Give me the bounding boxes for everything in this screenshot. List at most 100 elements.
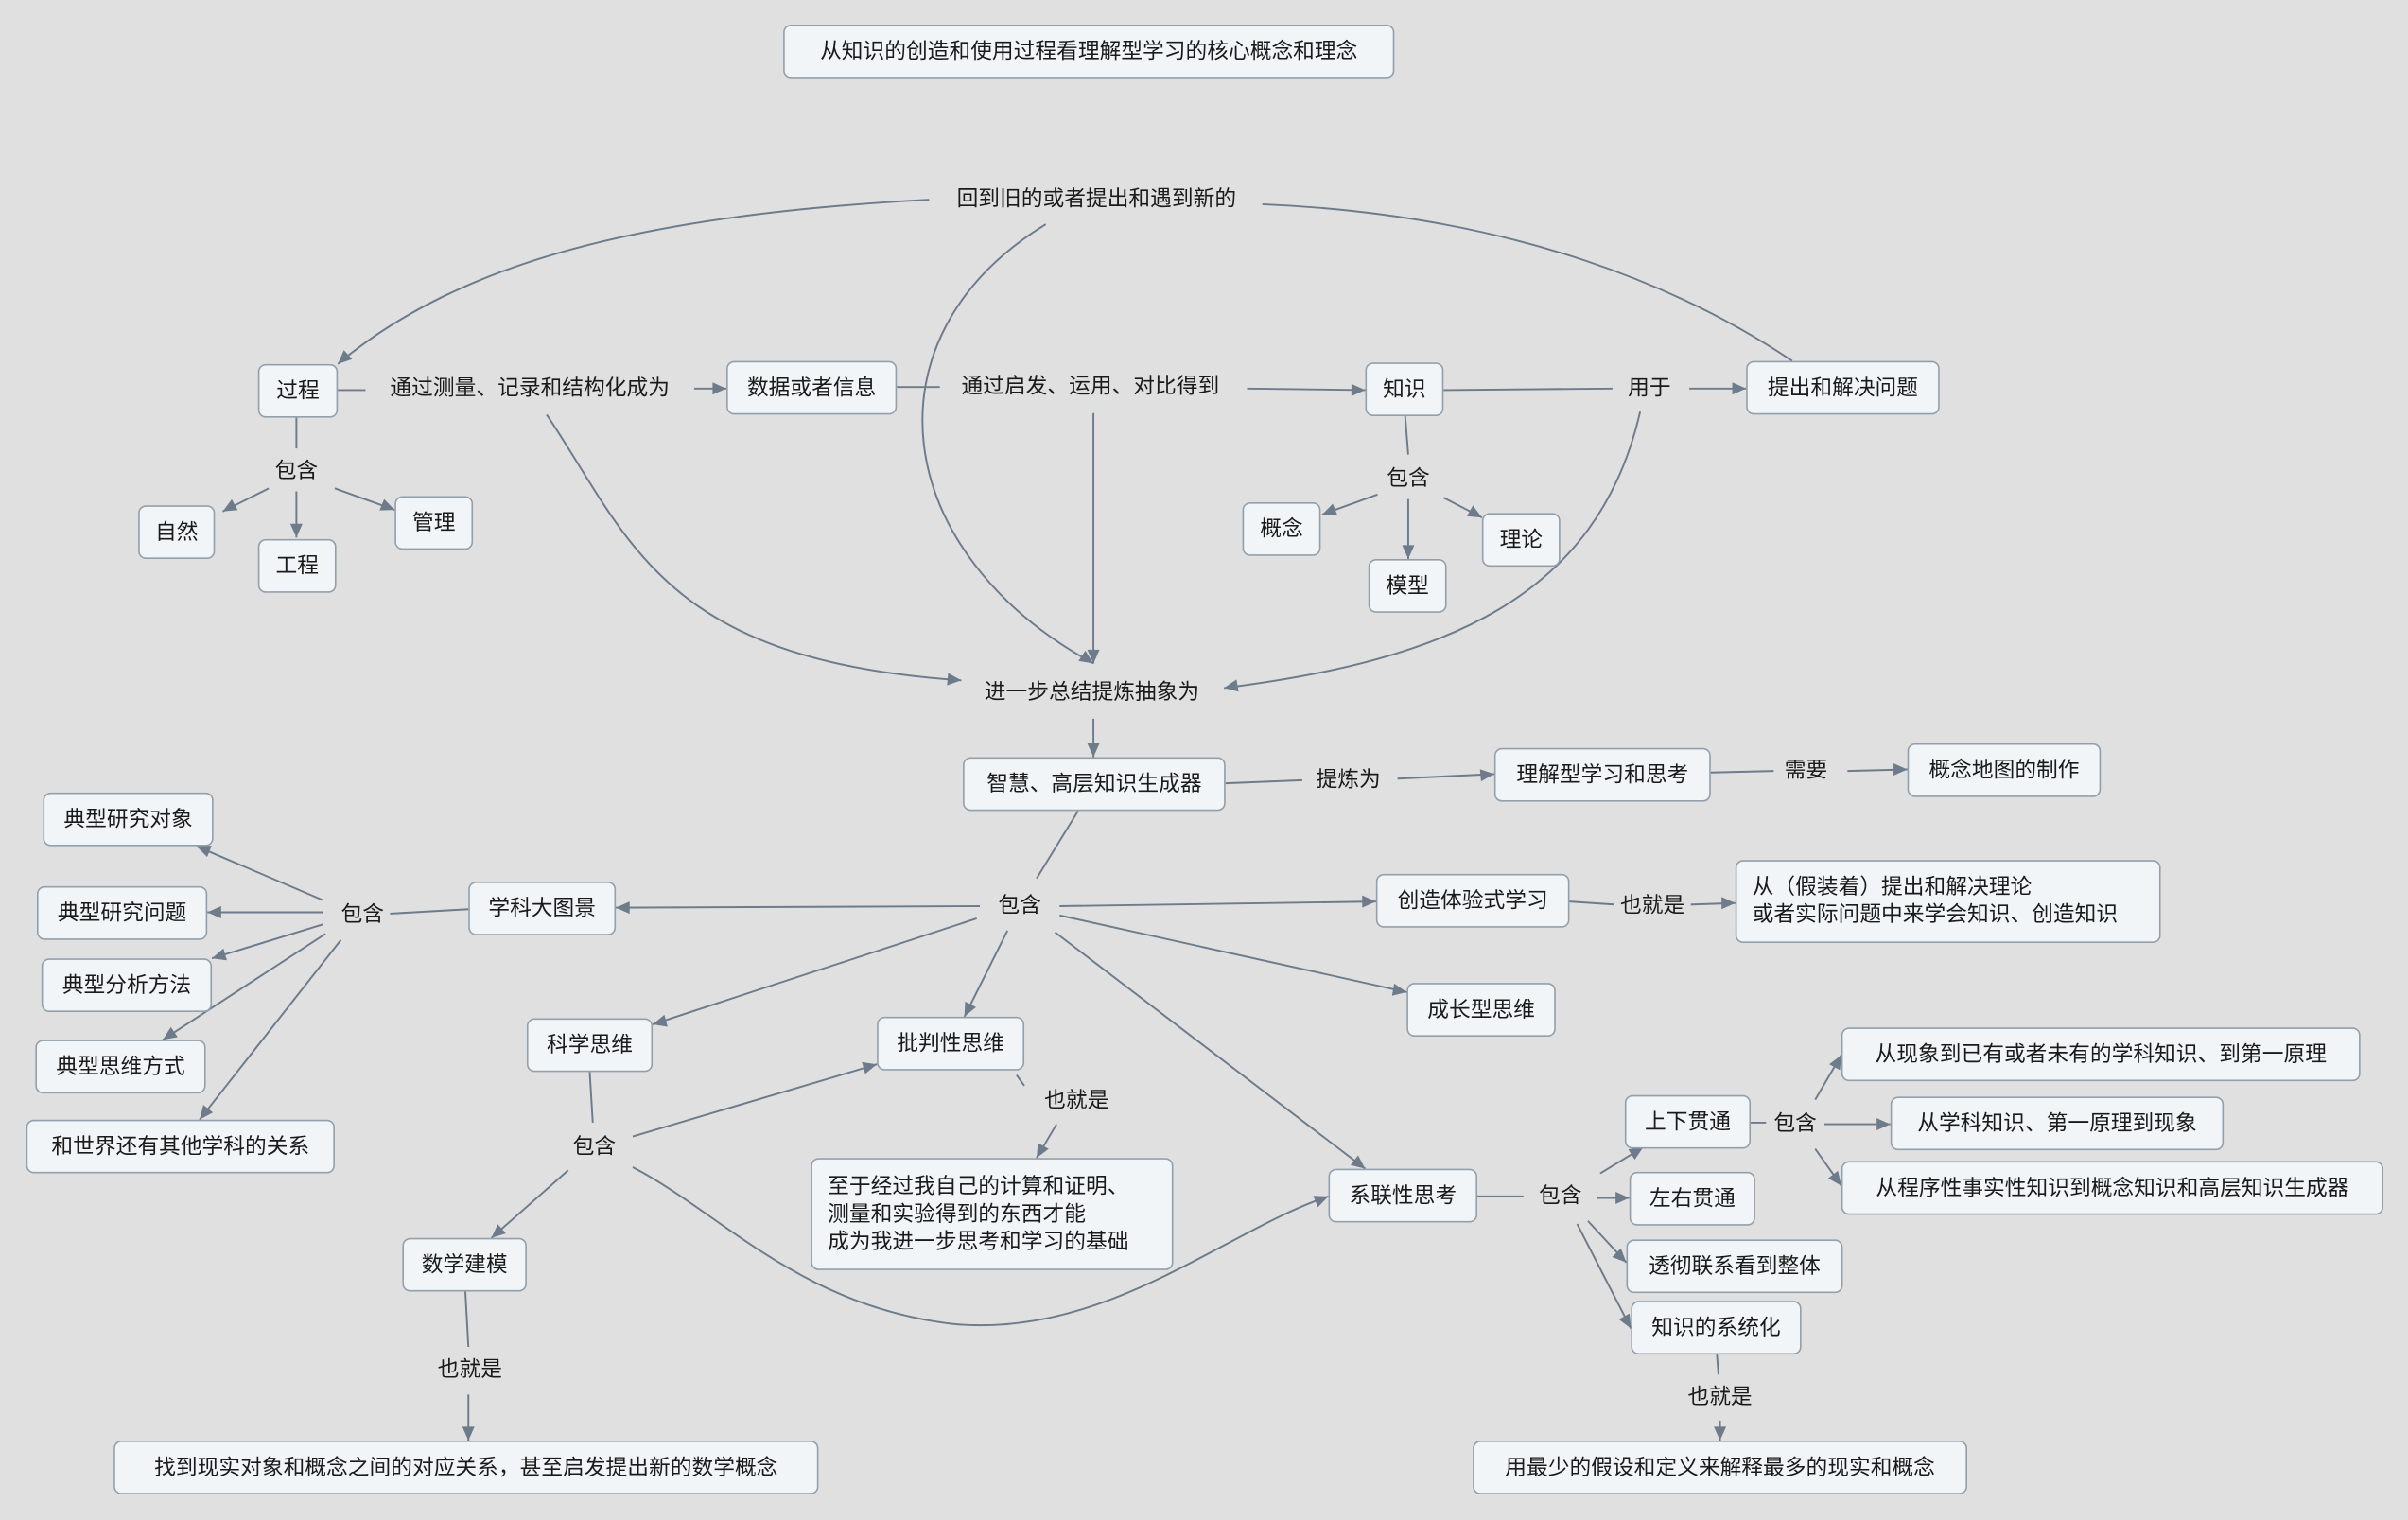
node-gainian[interactable]: 概念 — [1242, 501, 1321, 556]
node-chuangzao-desc[interactable]: 从（假装着）提出和解决理论 或者实际问题中来学会知识、创造知识 — [1735, 860, 2161, 943]
label-baohan-xuekedatu: 包含 — [334, 901, 391, 930]
connector-line — [546, 413, 962, 682]
connector-arrow — [1087, 649, 1100, 664]
connector-line — [1397, 773, 1494, 780]
connector-arrow — [212, 948, 227, 961]
node-lilun[interactable]: 理论 — [1481, 513, 1561, 568]
connector-arrow — [163, 1026, 178, 1040]
connector-arrow — [196, 846, 212, 858]
connector-line — [1059, 900, 1376, 907]
node-zuoyou[interactable]: 左右贯通 — [1629, 1171, 1755, 1226]
node-dianxing-fangfa[interactable]: 典型分析方法 — [41, 958, 213, 1013]
node-zhishi[interactable]: 知识 — [1365, 362, 1444, 417]
label-huidao: 回到旧的或者提出和遇到新的 — [951, 185, 1243, 214]
node-xuekedatu[interactable]: 学科大图景 — [468, 882, 617, 935]
node-shuju[interactable]: 数据或者信息 — [726, 360, 898, 415]
connector-arrow — [222, 498, 238, 512]
node-moxing[interactable]: 模型 — [1368, 559, 1447, 613]
connector-arrow — [1721, 897, 1736, 910]
node-gongcheng[interactable]: 工程 — [257, 538, 337, 593]
label-yongyu: 用于 — [1621, 375, 1678, 403]
label-jinyibu: 进一步总结提炼抽象为 — [978, 678, 1206, 707]
connector-arrow — [1351, 383, 1366, 396]
connector-line — [963, 930, 1009, 1018]
connector-line — [1262, 202, 1793, 362]
connector-line — [337, 199, 930, 365]
node-touche[interactable]: 透彻联系看到整体 — [1626, 1239, 1843, 1294]
node-sx3[interactable]: 从程序性事实性知识到概念知识和高层知识生成器 — [1841, 1161, 2384, 1215]
connector-line — [196, 845, 323, 901]
node-sx1[interactable]: 从现象到已有或者未有的学科知识、到第一原理 — [1841, 1027, 2361, 1082]
node-shangxia[interactable]: 上下贯通 — [1624, 1094, 1752, 1149]
node-xitonghua[interactable]: 知识的系统化 — [1631, 1301, 1802, 1355]
connector-line — [1223, 411, 1642, 690]
label-baohan-xilian: 包含 — [1532, 1182, 1588, 1211]
node-gainianditu[interactable]: 概念地图的制作 — [1907, 743, 2102, 797]
node-ziran[interactable]: 自然 — [138, 505, 216, 560]
connector-line — [387, 908, 469, 916]
node-shijie-guanxi[interactable]: 和世界还有其他学科的关系 — [26, 1119, 335, 1174]
connector-arrow — [653, 1014, 668, 1027]
node-pipan-desc[interactable]: 至于经过我自己的计算和证明、 测量和实验得到的东西才能 成为我进一步思考和学习的… — [811, 1158, 1174, 1270]
connector-line — [464, 1291, 470, 1348]
connector-arrow — [1313, 1196, 1329, 1208]
connector-arrow — [338, 350, 353, 364]
connector-arrow — [1224, 679, 1239, 692]
connector-line — [1054, 931, 1367, 1170]
connector-line — [632, 1166, 1329, 1327]
connector-arrow — [1087, 743, 1100, 758]
connector-arrow — [947, 673, 962, 686]
connector-line — [1576, 1223, 1632, 1329]
label-tongguo-celiang: 通过测量、记录和结构化成为 — [383, 375, 676, 403]
node-shuxue[interactable]: 数学建模 — [402, 1237, 527, 1292]
connector-line — [211, 923, 323, 960]
node-zhihui[interactable]: 智慧、高层知识生成器 — [963, 757, 1226, 812]
label-yejiushi-chuangzao: 也就是 — [1614, 892, 1691, 920]
connector-arrow — [1322, 503, 1338, 515]
node-shuxue-desc[interactable]: 找到现实对象和概念之间的对应关系，甚至启发提出新的数学概念 — [113, 1441, 819, 1494]
label-baohan-kexue: 包含 — [567, 1133, 622, 1162]
connector-line — [1710, 770, 1774, 774]
connector-arrow — [616, 901, 630, 915]
connector-line — [921, 223, 1094, 665]
label-tilian: 提炼为 — [1310, 766, 1387, 795]
label-baohan-guocheng: 包含 — [269, 457, 324, 486]
connector-line — [1716, 1354, 1719, 1375]
node-lijie[interactable]: 理解型学习和思考 — [1493, 747, 1711, 802]
connector-arrow — [862, 1061, 878, 1074]
label-baohan-shangxia: 包含 — [1767, 1109, 1823, 1139]
connector-line — [1443, 387, 1613, 392]
node-kexue[interactable]: 科学思维 — [526, 1018, 654, 1073]
node-dianxing-duixiang[interactable]: 典型研究对象 — [43, 792, 214, 847]
connector-arrow — [712, 382, 727, 395]
connector-arrow — [1615, 1192, 1630, 1204]
node-dianxing-wenti[interactable]: 典型研究问题 — [36, 885, 208, 940]
connector-arrow — [1714, 1426, 1727, 1441]
label-yejiushi-xitonghua: 也就是 — [1681, 1383, 1759, 1412]
connector-line — [632, 1063, 878, 1138]
connector-arrow — [1479, 769, 1494, 782]
node-chengzhang[interactable]: 成长型思维 — [1406, 983, 1556, 1038]
connector-arrow — [1391, 983, 1407, 996]
map-title: 从知识的创造和使用过程看理解型学习的核心概念和理念 — [783, 24, 1395, 79]
node-pipan[interactable]: 批判性思维 — [877, 1016, 1025, 1071]
connector-arrow — [1827, 1170, 1841, 1186]
node-guanli[interactable]: 管理 — [394, 496, 474, 550]
connector-arrow — [1732, 382, 1747, 395]
label-xuyao: 需要 — [1778, 757, 1834, 785]
node-guocheng[interactable]: 过程 — [257, 363, 339, 418]
connector-line — [1569, 900, 1616, 906]
node-chuangzao[interactable]: 创造体验式学习 — [1375, 873, 1570, 928]
connector-line — [1016, 1074, 1025, 1087]
connector-line — [616, 905, 980, 909]
connector-line — [652, 917, 977, 1025]
node-tichu[interactable]: 提出和解决问题 — [1746, 360, 1940, 415]
label-tongguo-qifa: 通过启发、运用、对比得到 — [954, 373, 1226, 401]
node-xilian[interactable]: 系联性思考 — [1328, 1168, 1478, 1223]
connector-arrow — [379, 498, 395, 511]
node-sx2[interactable]: 从学科知识、第一原理到现象 — [1890, 1096, 2225, 1151]
node-xitonghua-desc[interactable]: 用最少的假设和定义来解释最多的现实和概念 — [1473, 1441, 1967, 1494]
node-dianxing-siwei[interactable]: 典型思维方式 — [35, 1040, 206, 1094]
